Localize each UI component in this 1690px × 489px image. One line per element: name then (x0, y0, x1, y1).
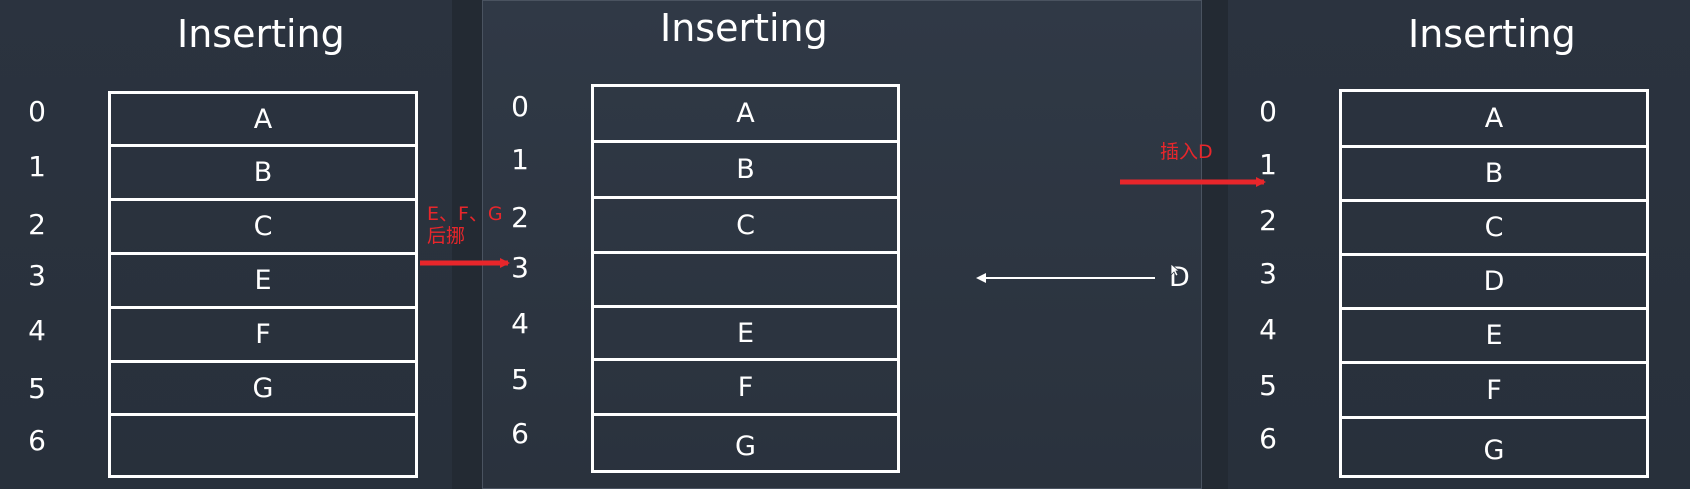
array-cell: C (594, 199, 897, 254)
array-index: 5 (28, 372, 46, 405)
array-index: 6 (511, 417, 529, 450)
array-cell: B (1342, 148, 1646, 202)
array-cell: A (594, 87, 897, 143)
array-cell: E (111, 255, 415, 309)
array-index: 4 (1259, 313, 1277, 346)
panel-after (1228, 0, 1690, 489)
panel-after-title: Inserting (1408, 12, 1576, 56)
array-cell: G (111, 363, 415, 416)
shift-label-line2: 后挪 (427, 225, 466, 247)
array-cell: E (1342, 310, 1646, 364)
array-cell (594, 254, 897, 308)
panel-gap (452, 0, 482, 489)
array-index: 4 (28, 314, 46, 347)
array-cell: B (111, 147, 415, 201)
array-index: 1 (1259, 148, 1277, 181)
array-cell: B (594, 143, 897, 199)
shift-label-line1: E、F、G (427, 203, 503, 225)
array-index: 0 (28, 95, 46, 128)
array-index: 6 (28, 424, 46, 457)
array-cell: A (111, 94, 415, 147)
array-index: 4 (511, 307, 529, 340)
array-index: 2 (1259, 204, 1277, 237)
array-index: 3 (1259, 257, 1277, 290)
array-cell: C (111, 201, 415, 255)
array-cell: G (735, 430, 756, 462)
array-cell: G (1483, 434, 1505, 466)
array-index: 3 (511, 251, 529, 284)
array-cell: D (1342, 256, 1646, 310)
panel-shifted-title: Inserting (660, 6, 828, 50)
array-cell: A (1342, 92, 1646, 148)
array-cell: C (1342, 202, 1646, 256)
cursor-icon (1170, 263, 1180, 277)
array-cell: E (594, 308, 897, 361)
insert-label: 插入D (1160, 141, 1213, 163)
array-cell: F (111, 309, 415, 363)
array-cell: F (594, 361, 897, 416)
panel-shifted (482, 0, 1202, 489)
array-index: 0 (1259, 95, 1277, 128)
array-index: 5 (1259, 369, 1277, 402)
panel-before-title: Inserting (177, 12, 345, 56)
array-index: 0 (511, 90, 529, 123)
array-index: 1 (511, 143, 529, 176)
array-index: 2 (511, 201, 529, 234)
array-index: 1 (28, 150, 46, 183)
panel-gap (1202, 0, 1228, 489)
array-cell: F (1342, 364, 1646, 419)
panel-before (0, 0, 452, 489)
array-index: 3 (28, 259, 46, 292)
array-index: 6 (1259, 422, 1277, 455)
array-index: 2 (28, 208, 46, 241)
array-index: 5 (511, 363, 529, 396)
